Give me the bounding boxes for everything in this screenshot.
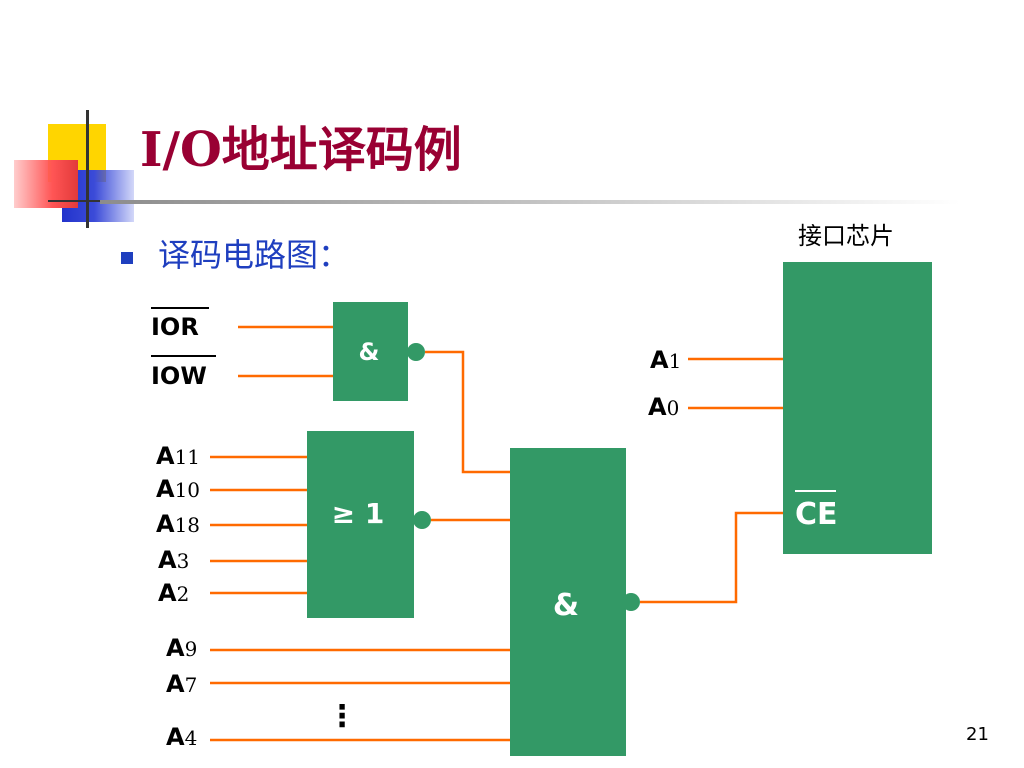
label-a10: A10 bbox=[156, 475, 200, 503]
label-a4: A4 bbox=[166, 723, 197, 751]
label-a0: A0 bbox=[648, 393, 679, 421]
label-a9: A9 bbox=[166, 634, 197, 662]
label-a2: A2 bbox=[158, 579, 189, 607]
label-a1: A1 bbox=[650, 346, 681, 374]
and-gate-main-label: & bbox=[553, 588, 579, 623]
title-underline bbox=[100, 200, 960, 204]
logo-horizontal-line bbox=[48, 200, 138, 202]
bullet-text: 译码电路图： bbox=[158, 236, 351, 274]
label-a18: A18 bbox=[156, 510, 200, 538]
more-inputs-ellipsis: ⋮ bbox=[327, 699, 357, 734]
page-number: 21 bbox=[966, 724, 989, 745]
logo-vertical-line bbox=[86, 110, 89, 228]
label-a11: A11 bbox=[156, 442, 200, 470]
wire-main-to-ce bbox=[640, 511, 784, 604]
and-gate-top-label: & bbox=[359, 338, 380, 366]
slide-title: I/O地址译码例 bbox=[140, 122, 462, 178]
chip-caption: 接口芯片 bbox=[798, 222, 894, 250]
label-a3: A3 bbox=[158, 546, 189, 574]
label-iow: IOW bbox=[151, 362, 207, 390]
bullet-square-icon bbox=[121, 252, 133, 264]
wire-and-top-to-main bbox=[425, 350, 511, 474]
and-gate-main bbox=[510, 448, 626, 756]
and-gate-top bbox=[333, 302, 408, 401]
wires bbox=[210, 325, 784, 742]
label-a7: A7 bbox=[166, 670, 197, 698]
chip-ce-label: CE bbox=[795, 497, 838, 532]
label-ior: IOR bbox=[151, 313, 199, 341]
or-gate-output-bubble bbox=[413, 511, 431, 529]
or-gate-label: ≥ 1 bbox=[332, 497, 385, 530]
and-gate-main-output-bubble bbox=[622, 593, 640, 611]
or-gate bbox=[307, 431, 414, 618]
and-gate-top-output-bubble bbox=[407, 343, 425, 361]
interface-chip bbox=[783, 262, 932, 554]
